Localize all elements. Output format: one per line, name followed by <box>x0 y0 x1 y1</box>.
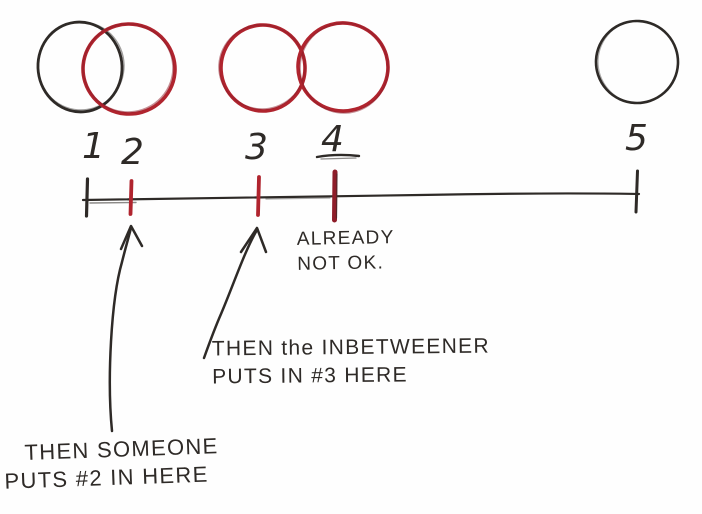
note-already-line2: NOT OK. <box>297 252 385 275</box>
arrow-to-3-head <box>239 226 268 254</box>
tick-4-overstroke <box>335 173 338 219</box>
arrow-to-2-head <box>119 224 144 251</box>
circle-4 <box>296 21 390 113</box>
circle-pair-3-4 <box>218 21 390 114</box>
tick-3 <box>256 175 261 217</box>
circle-4-overstroke <box>299 22 389 114</box>
note-already-line1: ALREADY <box>296 227 395 250</box>
number-line <box>81 192 641 202</box>
circle-5 <box>594 19 680 105</box>
circle-3 <box>219 23 307 113</box>
circle-5-overstroke <box>597 20 679 104</box>
tick-2 <box>128 179 134 216</box>
number-label-4: 4 <box>321 119 344 160</box>
arrow-to-2-shaft <box>108 226 133 433</box>
circle-2 <box>81 22 177 116</box>
note-someone: THEN SOMEONE PUTS #2 IN HERE <box>3 432 220 495</box>
number-label-3: 3 <box>245 127 268 168</box>
underline-4-overstroke <box>320 157 357 160</box>
number-label-2: 2 <box>121 132 144 173</box>
number-label-1: 1 <box>82 126 105 167</box>
note-inbetweener: THEN the INBETWEENER PUTS IN #3 HERE <box>212 333 491 392</box>
note-already-not-ok: ALREADY NOT OK. <box>297 225 396 277</box>
circle-2-overstroke <box>82 23 174 113</box>
circle-1 <box>36 20 124 114</box>
circle-pair-1-2 <box>36 20 177 116</box>
note-inbetweener-line2: PUTS IN #3 HERE <box>212 363 408 389</box>
number-line-overstroke-mid <box>265 197 331 200</box>
underline-4 <box>315 153 361 159</box>
circle-5-group <box>594 19 680 105</box>
number-line-overstroke-left <box>89 201 137 204</box>
circle-3-overstroke <box>218 24 306 110</box>
tick-5 <box>634 169 639 214</box>
tick-4 <box>332 169 338 223</box>
arrow-to-2 <box>108 224 144 433</box>
arrow-to-3-shaft <box>202 228 259 360</box>
note-inbetweener-line1: THEN the INBETWEENER <box>211 334 491 361</box>
number-label-5: 5 <box>625 118 648 159</box>
tick-1 <box>84 177 90 218</box>
arrow-to-3 <box>202 226 268 360</box>
circle-1-overstroke <box>37 21 125 111</box>
